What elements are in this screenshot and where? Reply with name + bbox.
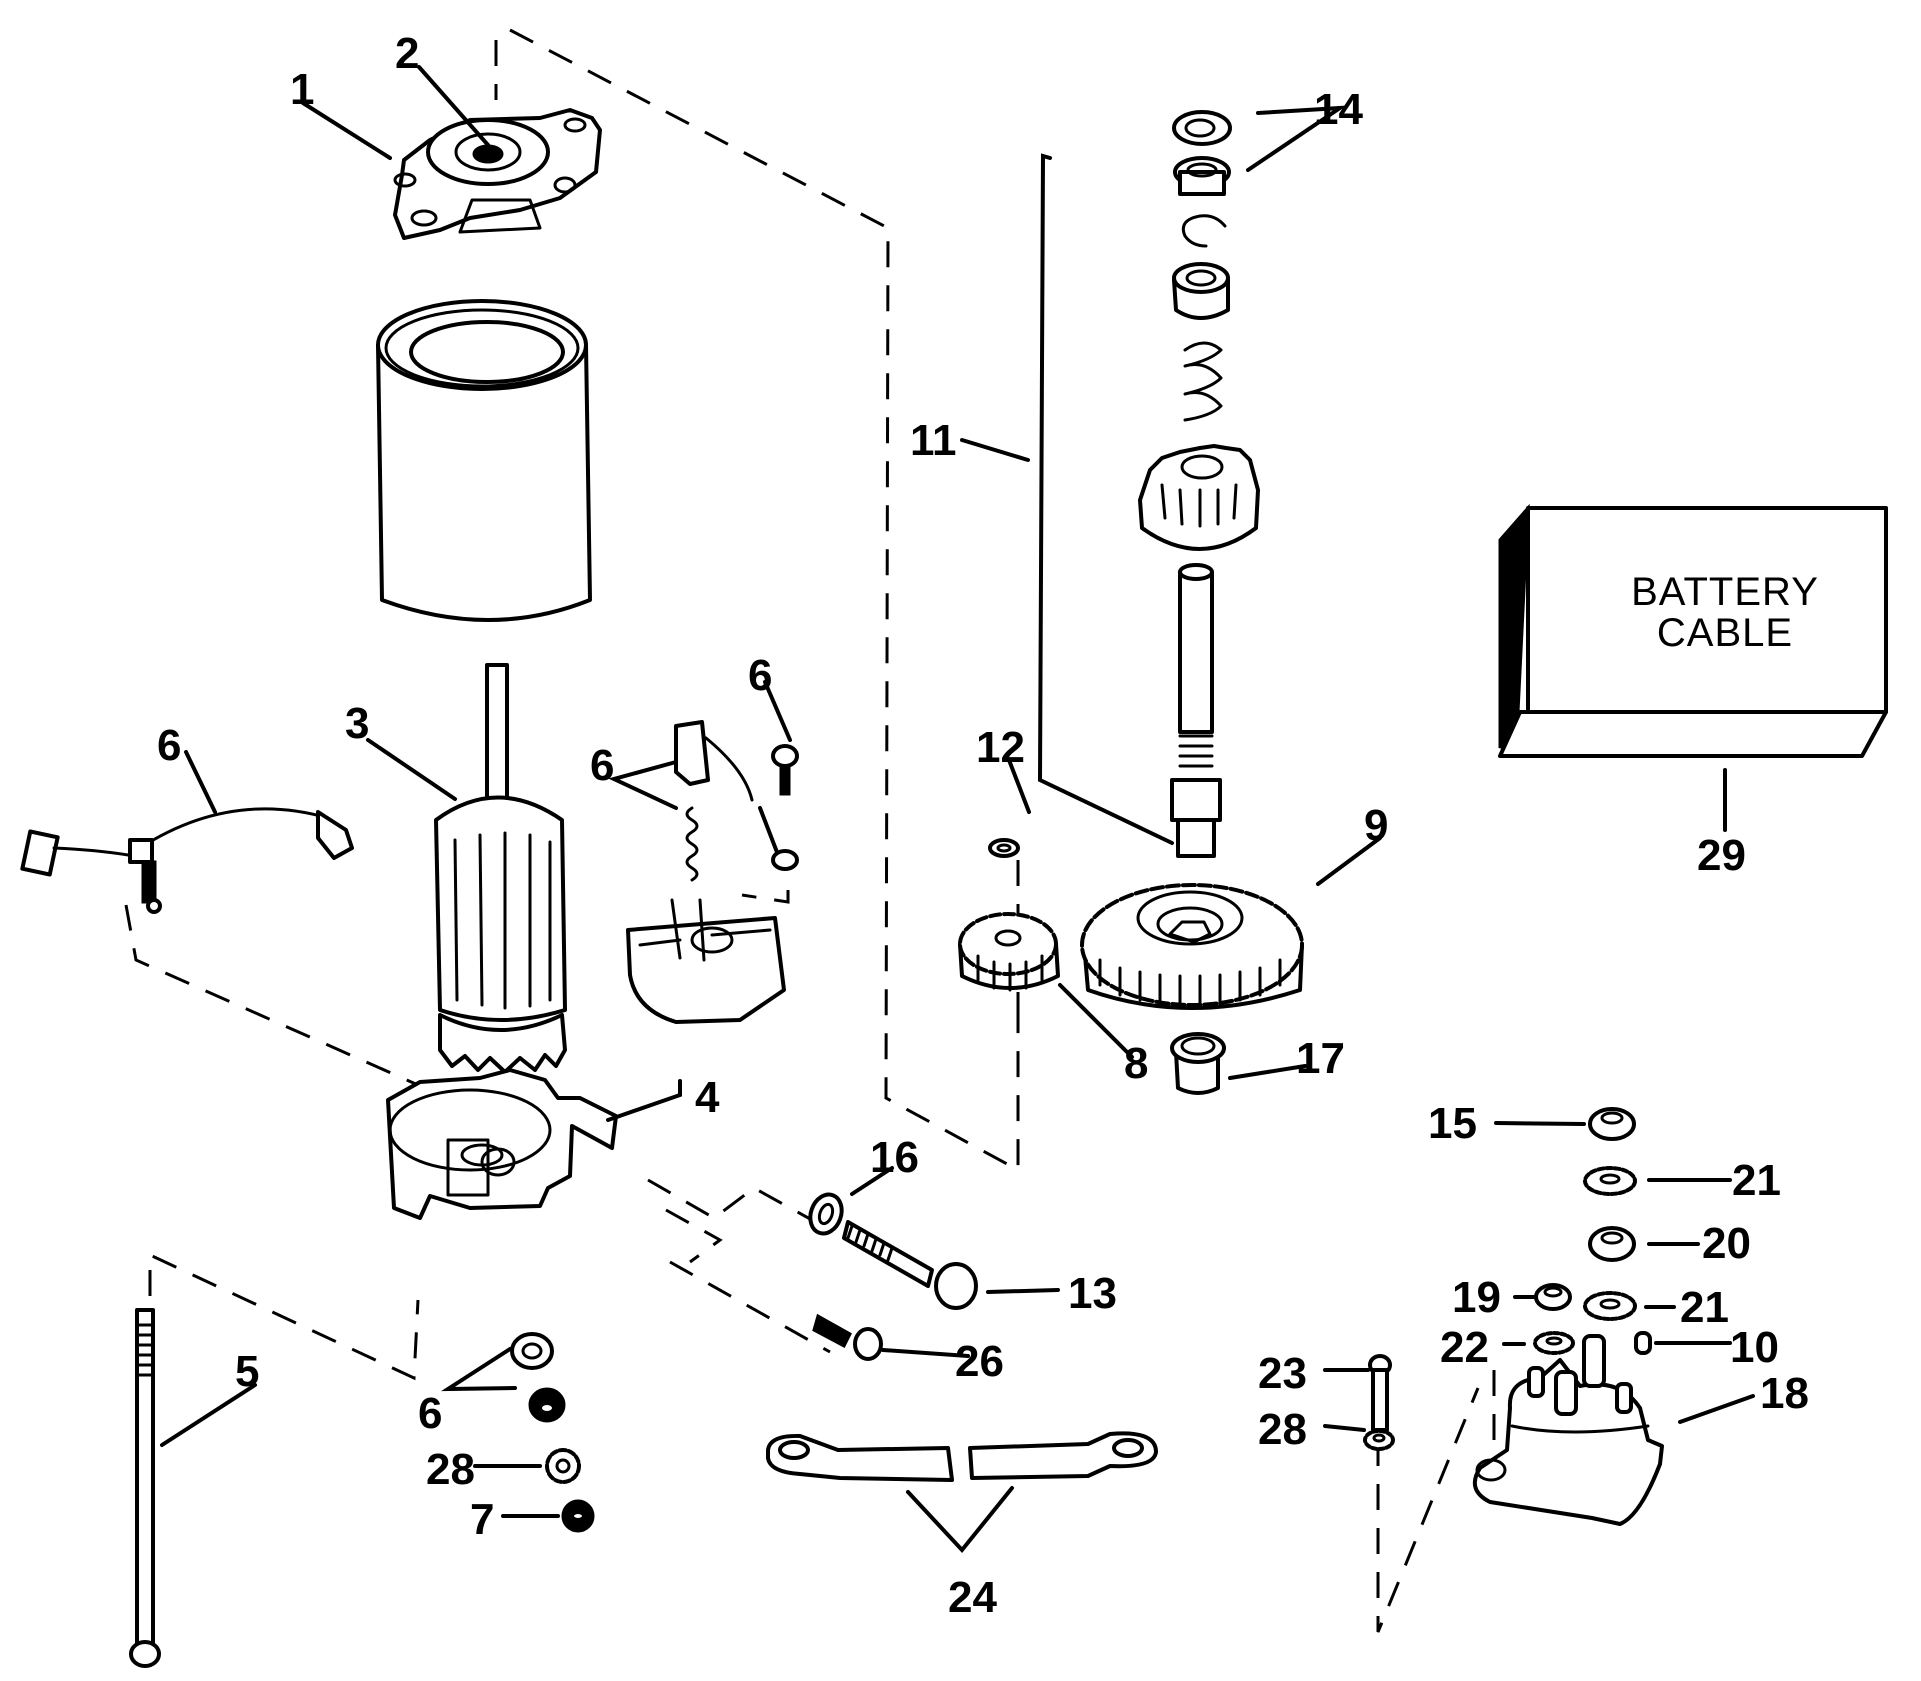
callout-8: 8 — [1124, 1039, 1148, 1088]
callout-17: 17 — [1296, 1034, 1345, 1083]
callout-9: 9 — [1364, 801, 1388, 850]
callout-4: 4 — [695, 1073, 720, 1122]
callout-10: 10 — [1730, 1323, 1779, 1372]
drive-end-cap-part[interactable] — [393, 108, 602, 240]
callout-19: 19 — [1452, 1273, 1501, 1322]
callout-2: 2 — [395, 29, 419, 78]
callout-3: 3 — [345, 699, 369, 748]
brush-spring-part[interactable] — [674, 720, 799, 882]
nut-7-part[interactable] — [561, 1499, 595, 1533]
through-bolt-part[interactable] — [129, 1308, 161, 1668]
callout-24: 24 — [948, 1573, 997, 1622]
callout-15: 15 — [1428, 1099, 1477, 1148]
lock-washer-21b-part[interactable] — [1583, 1291, 1637, 1321]
brush-plate-part[interactable] — [626, 898, 786, 1024]
brush-lead-part[interactable] — [20, 807, 354, 914]
washer-insulator-part[interactable] — [510, 1332, 566, 1423]
hex-nut-20-part[interactable] — [1588, 1226, 1636, 1262]
callout-29: 29 — [1697, 831, 1746, 880]
hex-nut-15-part[interactable] — [1588, 1107, 1636, 1141]
callout-28a: 28 — [426, 1445, 475, 1494]
drive-assembly-bracket — [1037, 153, 1174, 845]
battery-cable-box: BATTERY CABLE — [1498, 503, 1888, 758]
bolt-13-part[interactable] — [842, 1220, 978, 1310]
callout-7: 7 — [470, 1495, 494, 1544]
guide-line-brush-lead — [124, 904, 471, 1110]
field-frame-housing[interactable] — [376, 299, 592, 622]
callout-5: 5 — [235, 1347, 259, 1396]
stop-collar-14-part[interactable] — [1172, 110, 1232, 196]
assembly-guide-lines — [124, 28, 1496, 1633]
spring-part[interactable] — [1183, 341, 1223, 422]
callout-12: 12 — [976, 723, 1025, 772]
cap-10-part[interactable] — [1634, 1331, 1652, 1355]
callout-6-brush-lead: 6 — [157, 721, 181, 770]
guide-line-solenoid — [1376, 1370, 1496, 1633]
callout-6-brush-spring: 6 — [590, 741, 614, 790]
washer-16-part[interactable] — [805, 1190, 847, 1238]
callout-22: 22 — [1440, 1323, 1489, 1372]
callout-18: 18 — [1760, 1369, 1809, 1418]
callout-1: 1 — [290, 65, 314, 114]
leader-lines — [160, 65, 1755, 1554]
callout-23: 23 — [1258, 1349, 1307, 1398]
callout-numbers: 1 2 3 4 5 6 6 6 6 7 8 9 10 11 12 13 14 1… — [157, 29, 1809, 1622]
screw-23-part[interactable] — [1368, 1354, 1392, 1432]
callout-28b: 28 — [1258, 1405, 1307, 1454]
callout-26: 26 — [955, 1337, 1004, 1386]
small-hex-nut-19-part[interactable] — [1534, 1283, 1572, 1311]
callout-11: 11 — [910, 416, 957, 465]
screw-26-part[interactable] — [812, 1313, 883, 1361]
lock-washer-22-part[interactable] — [1533, 1331, 1575, 1355]
cable-24-part[interactable] — [766, 1431, 1158, 1482]
callout-13: 13 — [1068, 1269, 1117, 1318]
callout-14: 14 — [1314, 85, 1363, 134]
retaining-ring-12-part[interactable] — [988, 838, 1020, 858]
callout-6-terminal-screw: 6 — [748, 651, 772, 700]
spacer-part[interactable] — [1172, 262, 1230, 320]
guide-line-bolt-13 — [647, 1178, 831, 1354]
guide-line-top — [494, 28, 1020, 1173]
callout-21a: 21 — [1732, 1156, 1781, 1205]
terminal-screw-part[interactable] — [771, 744, 799, 796]
drive-shaft-part[interactable] — [1170, 563, 1222, 858]
pinion-drive-part[interactable] — [1138, 444, 1260, 551]
guide-line-brush-terminal — [741, 890, 790, 904]
callout-21b: 21 — [1680, 1283, 1729, 1332]
callout-20: 20 — [1702, 1219, 1751, 1268]
callout-16: 16 — [870, 1133, 919, 1182]
drive-gear-9-part[interactable] — [1080, 883, 1304, 1010]
callout-6-washer: 6 — [418, 1389, 442, 1438]
commutator-end-cap-part[interactable] — [386, 1068, 618, 1220]
lock-washer-28b-part[interactable] — [1363, 1429, 1395, 1451]
lock-washer-21a-part[interactable] — [1583, 1166, 1637, 1196]
retaining-ring-part[interactable] — [1181, 214, 1227, 248]
guide-line-bolt-5 — [148, 1252, 420, 1381]
armature-part[interactable] — [434, 663, 567, 1074]
battery-cable-line1: BATTERY — [1631, 570, 1819, 614]
battery-cable-line2: CABLE — [1657, 611, 1793, 655]
pinion-gear-8-part[interactable] — [958, 912, 1060, 992]
solenoid-18-part[interactable] — [1472, 1334, 1664, 1526]
bushing-17-part[interactable] — [1170, 1032, 1226, 1095]
lock-washer-28-part[interactable] — [545, 1448, 581, 1484]
